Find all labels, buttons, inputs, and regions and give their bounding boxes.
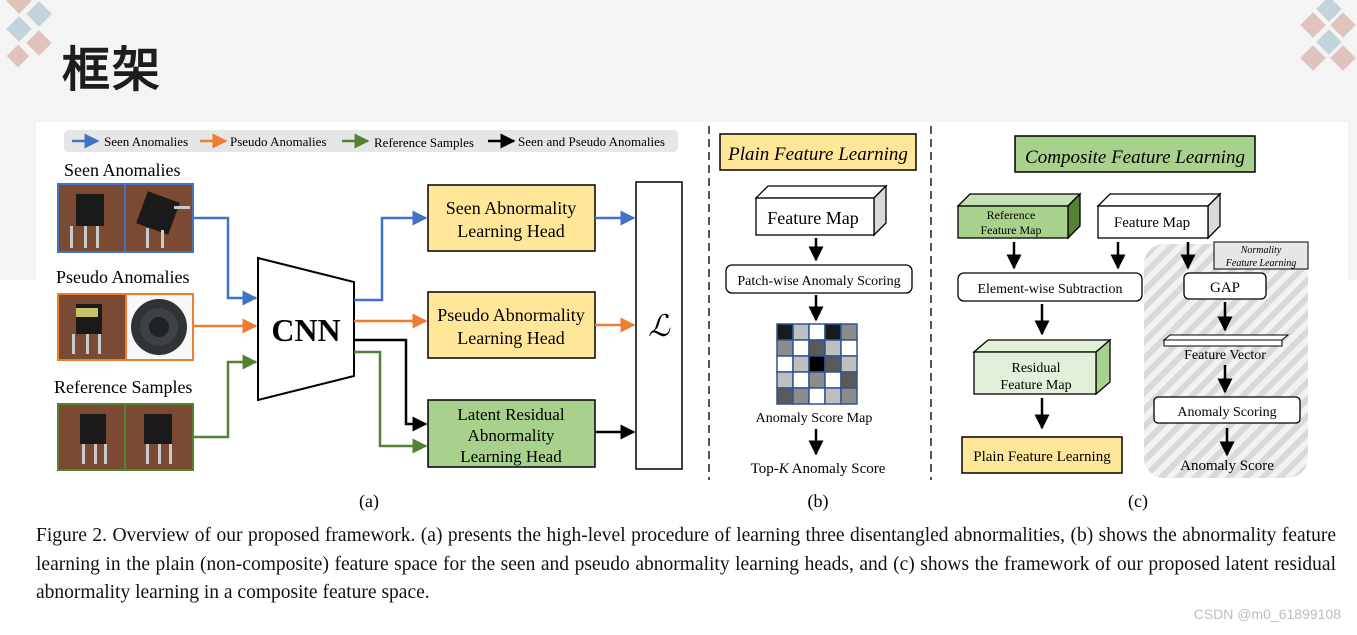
arrow-seen-to-cnn: [194, 216, 258, 306]
score-map-cell: [808, 339, 826, 357]
loss-block: [635, 181, 683, 470]
score-map-cell: [840, 355, 858, 373]
feature-map-cuboid: [754, 184, 888, 237]
score-map-cell: [776, 339, 794, 357]
score-map-cell: [792, 387, 810, 405]
reference-sample-images: [57, 403, 194, 471]
arrow-cnn-green: [354, 350, 428, 454]
residual-map-line1: Residual: [1012, 361, 1061, 376]
latent-residual-head: [427, 399, 596, 468]
score-map-cell: [792, 355, 810, 373]
score-map-cell: [840, 387, 858, 405]
c-plain-feature-learning-box: [961, 436, 1123, 474]
score-map-cell: [792, 371, 810, 389]
c-feature-map-cuboid: [1096, 192, 1222, 240]
reference-map-line2: Feature Map: [981, 223, 1042, 237]
watermark: CSDN @m0_61899108: [1193, 606, 1341, 622]
score-map-cell: [808, 371, 826, 389]
input-seen-label: Seen Anomalies: [64, 160, 180, 180]
framework-figure: Seen Anomalies Pseudo Anomalies Referenc…: [36, 122, 1348, 515]
pseudo-anomaly-images: [57, 293, 194, 361]
reference-feature-map-cuboid: [956, 192, 1082, 240]
score-map-cell: [808, 387, 826, 405]
anomaly-score-map-label: Anomaly Score Map: [756, 411, 873, 426]
latent-head-line3: Learning Head: [460, 447, 562, 466]
score-map-cell: [776, 355, 794, 373]
feature-vector-label: Feature Vector: [1184, 348, 1266, 363]
cnn-label: CNN: [271, 312, 340, 348]
score-map-cell: [792, 323, 810, 341]
element-wise-subtraction-box: [957, 272, 1143, 302]
panel-a-label: (a): [359, 491, 379, 512]
score-map-cell: [808, 323, 826, 341]
residual-map-line2: Feature Map: [1000, 378, 1071, 393]
residual-feature-map-cuboid: [972, 338, 1112, 396]
b-feature-map-label: Feature Map: [767, 208, 858, 228]
normality-feature-learning-box: [1213, 241, 1309, 270]
gap-box: [1183, 272, 1267, 300]
panel-c-label: (c): [1128, 491, 1148, 512]
input-reference-label: Reference Samples: [54, 377, 192, 397]
legend-reference: Reference Samples: [374, 135, 474, 150]
slide-title: 框架: [62, 42, 163, 98]
gap-label: GAP: [1210, 280, 1240, 296]
score-map-cell: [824, 323, 842, 341]
latent-head-line2: Abnormality: [468, 426, 555, 445]
score-map-cell: [824, 387, 842, 405]
score-map-cell: [824, 355, 842, 373]
score-map-cell: [840, 371, 858, 389]
composite-feature-learning-title-box: [1014, 135, 1256, 173]
legend-seen-pseudo: Seen and Pseudo Anomalies: [518, 134, 665, 149]
c-anomaly-score-label: Anomaly Score: [1180, 458, 1274, 474]
arrow-cnn-black: [354, 338, 428, 432]
patch-wise-scoring-label: Patch-wise Anomaly Scoring: [737, 274, 900, 289]
score-map-cell: [824, 339, 842, 357]
arrow-reference-to-cnn: [194, 354, 258, 439]
score-map-cell: [776, 371, 794, 389]
c-plain-feature-learning-label: Plain Feature Learning: [973, 449, 1111, 465]
corner-decoration-left-icon: [6, 0, 52, 68]
normality-line2: Feature Learning: [1225, 258, 1296, 269]
score-map-cell: [792, 339, 810, 357]
score-map-cell: [776, 387, 794, 405]
seen-anomaly-images: [57, 183, 194, 253]
pseudo-head-line1: Pseudo Abnormality: [437, 305, 585, 325]
anomaly-scoring-label: Anomaly Scoring: [1177, 405, 1276, 420]
latent-head-line1: Latent Residual: [457, 405, 564, 424]
reference-map-line1: Reference: [987, 208, 1036, 222]
loss-symbol: ℒ: [648, 310, 671, 343]
corner-decoration-right-icon: [1300, 0, 1356, 71]
topk-anomaly-score-label: Top-K Anomaly Score: [751, 461, 886, 477]
panel-b-label: (b): [808, 491, 829, 512]
c-feature-map-label: Feature Map: [1114, 215, 1190, 231]
seen-head-line2: Learning Head: [457, 221, 564, 241]
pseudo-abnormality-head: [427, 291, 596, 359]
cnn-block: [257, 256, 355, 402]
patch-wise-scoring-box: [725, 264, 913, 294]
anomaly-score-map-grid: [776, 323, 858, 405]
score-map-cell: [776, 323, 794, 341]
score-map-cell: [840, 323, 858, 341]
anomaly-scoring-box: [1153, 396, 1301, 424]
arrow-cnn-to-seen-head: [354, 210, 428, 302]
figure-caption: Figure 2. Overview of our proposed frame…: [36, 525, 1336, 603]
score-map-cell: [840, 339, 858, 357]
legend-seen: Seen Anomalies: [104, 134, 188, 149]
element-wise-subtraction-label: Element-wise Subtraction: [977, 282, 1122, 297]
input-pseudo-label: Pseudo Anomalies: [56, 267, 190, 287]
plain-feature-learning-title-box: [719, 133, 917, 171]
seen-abnormality-head: [427, 184, 596, 252]
composite-feature-learning-title: Composite Feature Learning: [1025, 147, 1245, 168]
seen-head-line1: Seen Abnormality: [446, 198, 576, 218]
legend-pseudo: Pseudo Anomalies: [230, 134, 326, 149]
score-map-cell: [824, 371, 842, 389]
score-map-cell: [808, 355, 826, 373]
feature-vector-bar: [1162, 334, 1290, 347]
normality-line1: Normality: [1240, 245, 1282, 256]
pseudo-head-line2: Learning Head: [457, 328, 564, 348]
plain-feature-learning-title: Plain Feature Learning: [727, 144, 908, 165]
